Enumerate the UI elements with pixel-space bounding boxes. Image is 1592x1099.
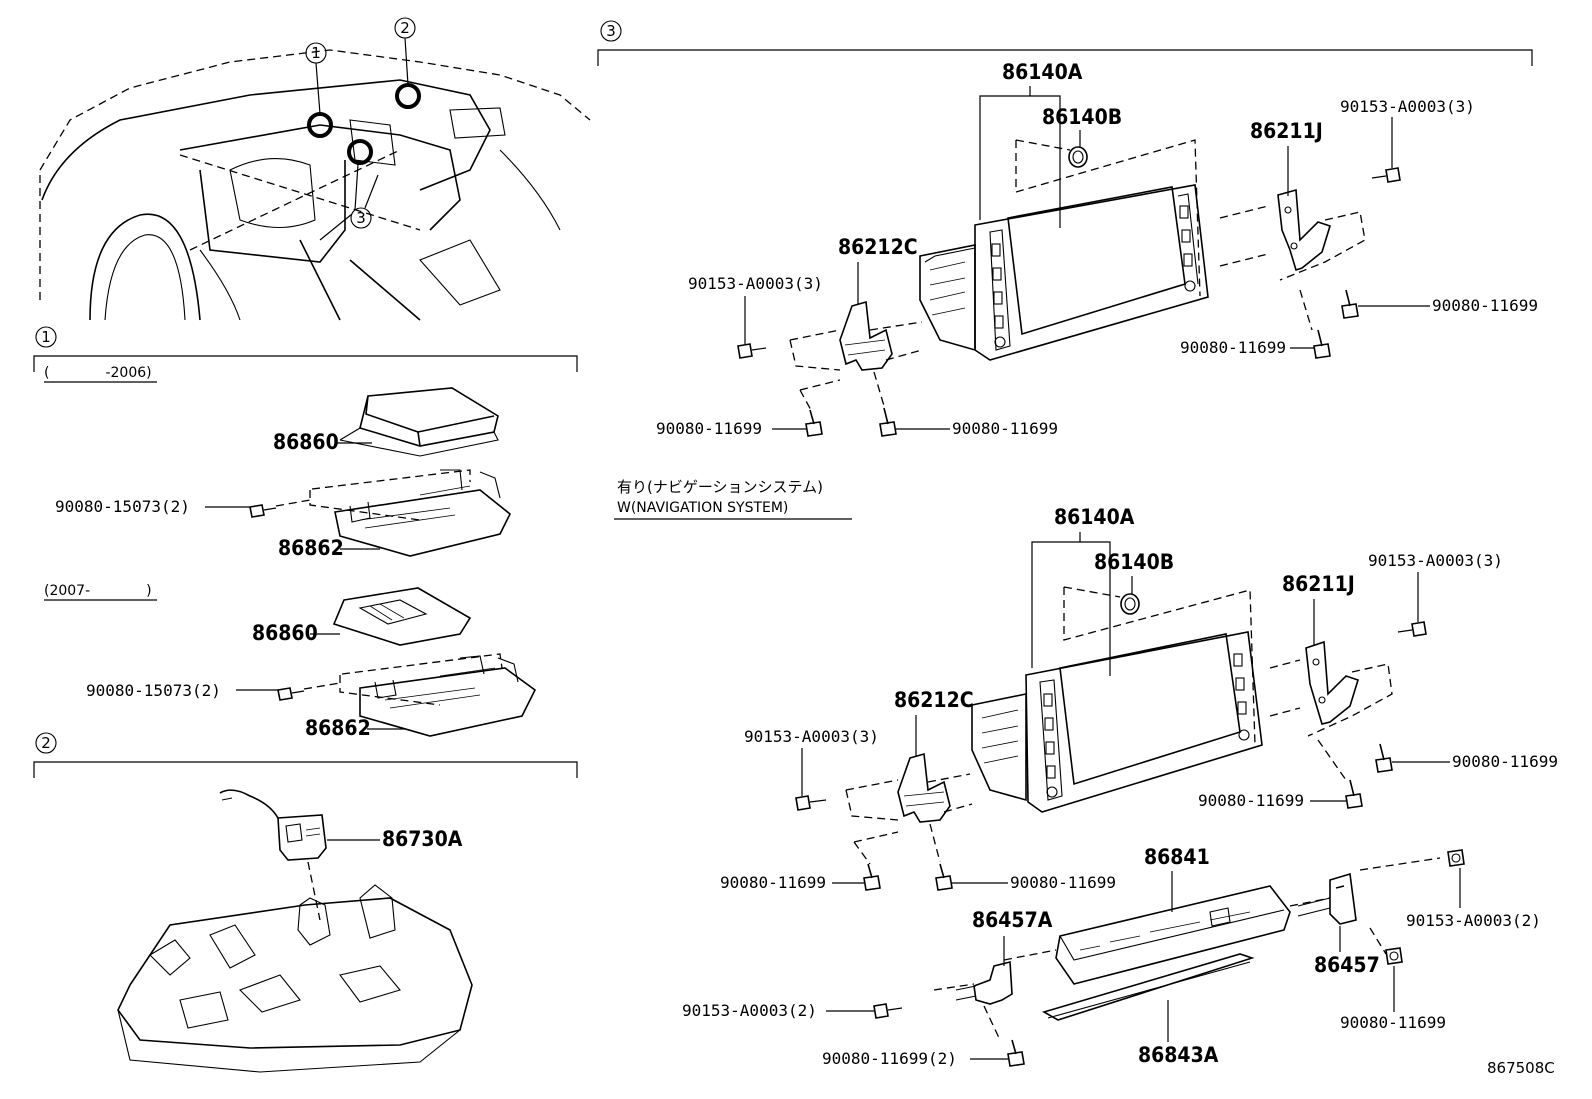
button-column-right (1179, 205, 1196, 292)
section-3-lower-group: 86140A 86140B 86211J (682, 505, 1558, 1068)
label-86212C-lower: 86212C (894, 688, 974, 712)
label-90153-b-lower: 90153-A0003(2) (1406, 911, 1541, 930)
section-3-header: 3 (597, 20, 1533, 66)
nav-note-jp: 有り(ナビゲーションシステム) (617, 478, 823, 496)
section-1-variant-b: (2007- ) 86860 86862 90080-15073(2) (44, 583, 537, 740)
label-86457: 86457 (1314, 953, 1380, 977)
label-86730A: 86730A (382, 827, 463, 851)
callout-1-overview: 1 (305, 42, 327, 115)
label-86862-b: 86862 (305, 716, 371, 740)
callout-3-overview: 3 (319, 163, 379, 241)
svg-text:3: 3 (606, 22, 616, 40)
label-90080-left2-upper: 90080-11699 (952, 419, 1058, 438)
section-1-header: 1 (33, 326, 578, 372)
label-86211J-upper: 86211J (1250, 119, 1323, 143)
diagram-reference-code: 867508C (1487, 1059, 1555, 1077)
screw-icon (1371, 167, 1401, 183)
label-90080-a-lower: 90080-11699(2) (822, 1049, 957, 1068)
label-90080-15073-b: 90080-15073(2) (86, 681, 221, 700)
section-1-variant-a: ( -2006) 86860 86862 90080-15073(2) (44, 365, 512, 560)
bolt-icon (1313, 329, 1331, 359)
range-label-a: ( -2006) (44, 365, 152, 381)
label-90153-right-upper: 90153-A0003(3) (1340, 97, 1475, 116)
label-90153-a-lower: 90153-A0003(2) (682, 1001, 817, 1020)
label-90080-left2-lower: 90080-11699 (1010, 873, 1116, 892)
svg-text:1: 1 (41, 328, 51, 346)
bolt-icon (1385, 947, 1403, 965)
label-86841: 86841 (1144, 845, 1210, 869)
screw-icon (1397, 621, 1427, 637)
section-2-camera: 86730A (117, 789, 473, 1073)
label-86862-a: 86862 (278, 536, 344, 560)
dashboard-overview-illustration (39, 49, 591, 321)
label-90080-b-lower: 90080-11699 (1340, 1013, 1446, 1032)
button-column-left (991, 243, 1006, 348)
screw-icon (277, 687, 305, 701)
svg-text:1: 1 (311, 44, 321, 62)
nav-note-en: W(NAVIGATION SYSTEM) (617, 500, 788, 516)
label-90080-15073-a: 90080-15073(2) (55, 497, 190, 516)
label-90153-right-lower: 90153-A0003(3) (1368, 551, 1503, 570)
svg-text:3: 3 (356, 209, 366, 227)
label-86843A: 86843A (1138, 1043, 1219, 1067)
bolt-icon (1375, 743, 1393, 773)
label-90153-left-lower: 90153-A0003(3) (744, 727, 879, 746)
bolt-icon (1345, 779, 1363, 809)
label-86212C-upper: 86212C (838, 235, 918, 259)
screw-icon (737, 343, 767, 359)
knob-icon (1068, 146, 1088, 168)
nav-system-note: 有り(ナビゲーションシステム) W(NAVIGATION SYSTEM) (614, 478, 852, 520)
label-86860-b: 86860 (252, 621, 318, 645)
bolt-icon (805, 409, 823, 437)
section-3-upper-group: 86140A 86140B (656, 60, 1538, 438)
bolt-icon (1341, 289, 1359, 319)
button-column-right (1233, 653, 1250, 741)
label-86211J-lower: 86211J (1282, 572, 1355, 596)
knob-icon (1120, 593, 1140, 615)
bolt-icon (935, 863, 953, 891)
bolt-icon (1007, 1039, 1025, 1067)
svg-text:2: 2 (400, 19, 410, 37)
button-column-left (1043, 693, 1058, 798)
screw-icon (249, 504, 277, 518)
svg-text:2: 2 (41, 734, 51, 752)
label-90080-right2-lower: 90080-11699 (1198, 791, 1304, 810)
label-86457A: 86457A (972, 908, 1053, 932)
bolt-icon (863, 863, 881, 891)
label-90080-left1-upper: 90080-11699 (656, 419, 762, 438)
section-2-header: 2 (33, 732, 578, 778)
label-90080-left1-lower: 90080-11699 (720, 873, 826, 892)
screw-icon (1447, 849, 1465, 867)
label-90080-right1-upper: 90080-11699 (1432, 296, 1538, 315)
label-86860-a: 86860 (273, 430, 339, 454)
label-90153-left-upper: 90153-A0003(3) (688, 274, 823, 293)
bolt-icon (879, 407, 897, 437)
label-90080-right2-upper: 90080-11699 (1180, 338, 1286, 357)
callout-2-overview: 2 (394, 17, 416, 86)
label-90080-right1-lower: 90080-11699 (1452, 752, 1558, 771)
range-label-b: (2007- ) (44, 583, 152, 599)
screw-icon (795, 795, 827, 811)
label-86140B-lower: 86140B (1094, 550, 1174, 574)
label-86140A-upper: 86140A (1002, 60, 1083, 84)
label-86140A-lower: 86140A (1054, 505, 1135, 529)
screw-icon (873, 1003, 903, 1019)
label-86140B-upper: 86140B (1042, 105, 1122, 129)
